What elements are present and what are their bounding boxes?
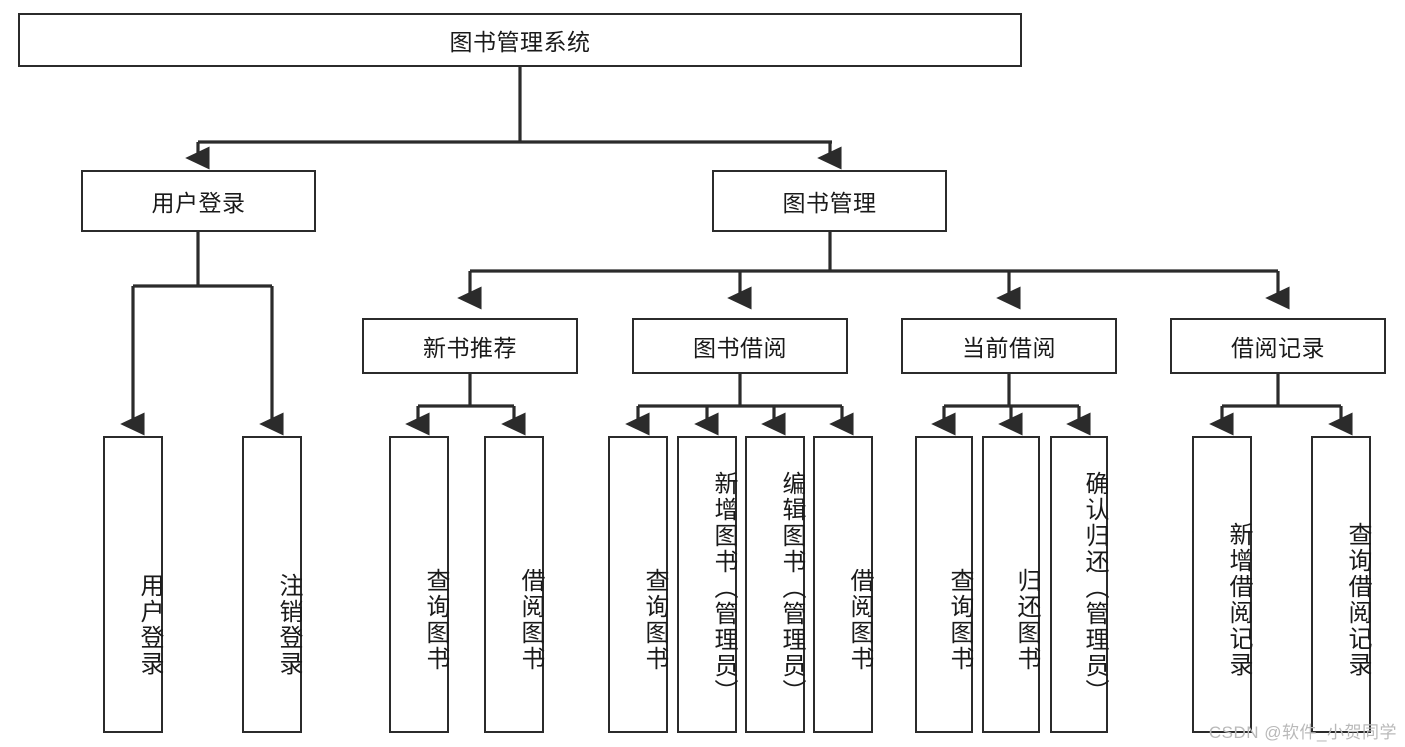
node-leaf-user-login[interactable]: 用户登录 xyxy=(103,436,163,733)
node-borrow-record-label: 借阅记录 xyxy=(1231,335,1325,361)
node-current-borrow-label: 当前借阅 xyxy=(962,335,1056,361)
node-book-manage-label: 图书管理 xyxy=(782,190,877,216)
node-leaf-confirm-return-label: 确认归还（管理员） xyxy=(1081,470,1108,705)
node-new-book-recommend-label: 新书推荐 xyxy=(423,335,517,361)
node-leaf-query-book-3-label: 查询图书 xyxy=(946,567,973,672)
node-leaf-add-record[interactable]: 新增借阅记录 xyxy=(1192,436,1252,733)
node-leaf-return-book-label: 归还图书 xyxy=(1013,567,1040,672)
node-root[interactable]: 图书管理系统 xyxy=(18,13,1022,67)
node-leaf-borrow-book-2[interactable]: 借阅图书 xyxy=(813,436,873,733)
watermark: CSDN @软件_小贺同学 xyxy=(1208,723,1397,742)
node-leaf-query-book-3[interactable]: 查询图书 xyxy=(915,436,973,733)
node-book-manage[interactable]: 图书管理 xyxy=(712,170,947,232)
node-current-borrow[interactable]: 当前借阅 xyxy=(901,318,1117,374)
node-leaf-query-book-1-label: 查询图书 xyxy=(422,567,449,672)
node-leaf-user-login-label: 用户登录 xyxy=(136,572,163,677)
node-leaf-query-book-2-label: 查询图书 xyxy=(641,567,668,672)
node-borrow-record[interactable]: 借阅记录 xyxy=(1170,318,1386,374)
node-leaf-add-book-label: 新增图书（管理员） xyxy=(710,470,737,705)
node-leaf-borrow-book-1[interactable]: 借阅图书 xyxy=(484,436,544,733)
node-leaf-query-book-1[interactable]: 查询图书 xyxy=(389,436,449,733)
node-leaf-borrow-book-1-label: 借阅图书 xyxy=(517,567,544,672)
node-book-borrow[interactable]: 图书借阅 xyxy=(632,318,848,374)
node-leaf-return-book[interactable]: 归还图书 xyxy=(982,436,1040,733)
node-leaf-add-book[interactable]: 新增图书（管理员） xyxy=(677,436,737,733)
node-leaf-logout-label: 注销登录 xyxy=(275,572,302,677)
node-leaf-query-record-label: 查询借阅记录 xyxy=(1344,521,1371,678)
node-leaf-logout[interactable]: 注销登录 xyxy=(242,436,302,733)
node-leaf-borrow-book-2-label: 借阅图书 xyxy=(846,567,873,672)
node-leaf-query-record[interactable]: 查询借阅记录 xyxy=(1311,436,1371,733)
node-user-login[interactable]: 用户登录 xyxy=(81,170,316,232)
node-book-borrow-label: 图书借阅 xyxy=(693,335,787,361)
node-leaf-query-book-2[interactable]: 查询图书 xyxy=(608,436,668,733)
node-leaf-edit-book[interactable]: 编辑图书（管理员） xyxy=(745,436,805,733)
node-leaf-add-record-label: 新增借阅记录 xyxy=(1225,521,1252,678)
node-user-login-label: 用户登录 xyxy=(151,190,246,216)
node-root-label: 图书管理系统 xyxy=(449,29,591,55)
node-new-book-recommend[interactable]: 新书推荐 xyxy=(362,318,578,374)
node-leaf-confirm-return[interactable]: 确认归还（管理员） xyxy=(1050,436,1108,733)
node-leaf-edit-book-label: 编辑图书（管理员） xyxy=(778,470,805,705)
